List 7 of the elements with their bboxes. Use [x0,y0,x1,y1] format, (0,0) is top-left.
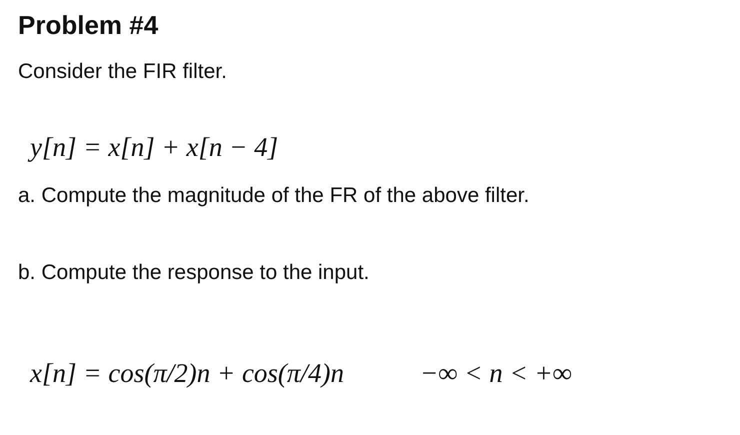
question-text: a. Compute the magnitude of the FR of the above filter. [18,184,530,208]
question-text: b. Compute the response to the input. [18,261,370,285]
filter-equation: y[n] = x[n] + x[n − 4] [30,132,278,163]
range-condition: −∞ < n < +∞ [420,358,572,389]
instruction-text: Consider the FIR filter. [18,60,227,84]
input-signal-equation: x[n] = cos(π/2)n + cos(π/4)n [30,358,344,389]
problem-heading: Problem #4 [18,10,158,41]
